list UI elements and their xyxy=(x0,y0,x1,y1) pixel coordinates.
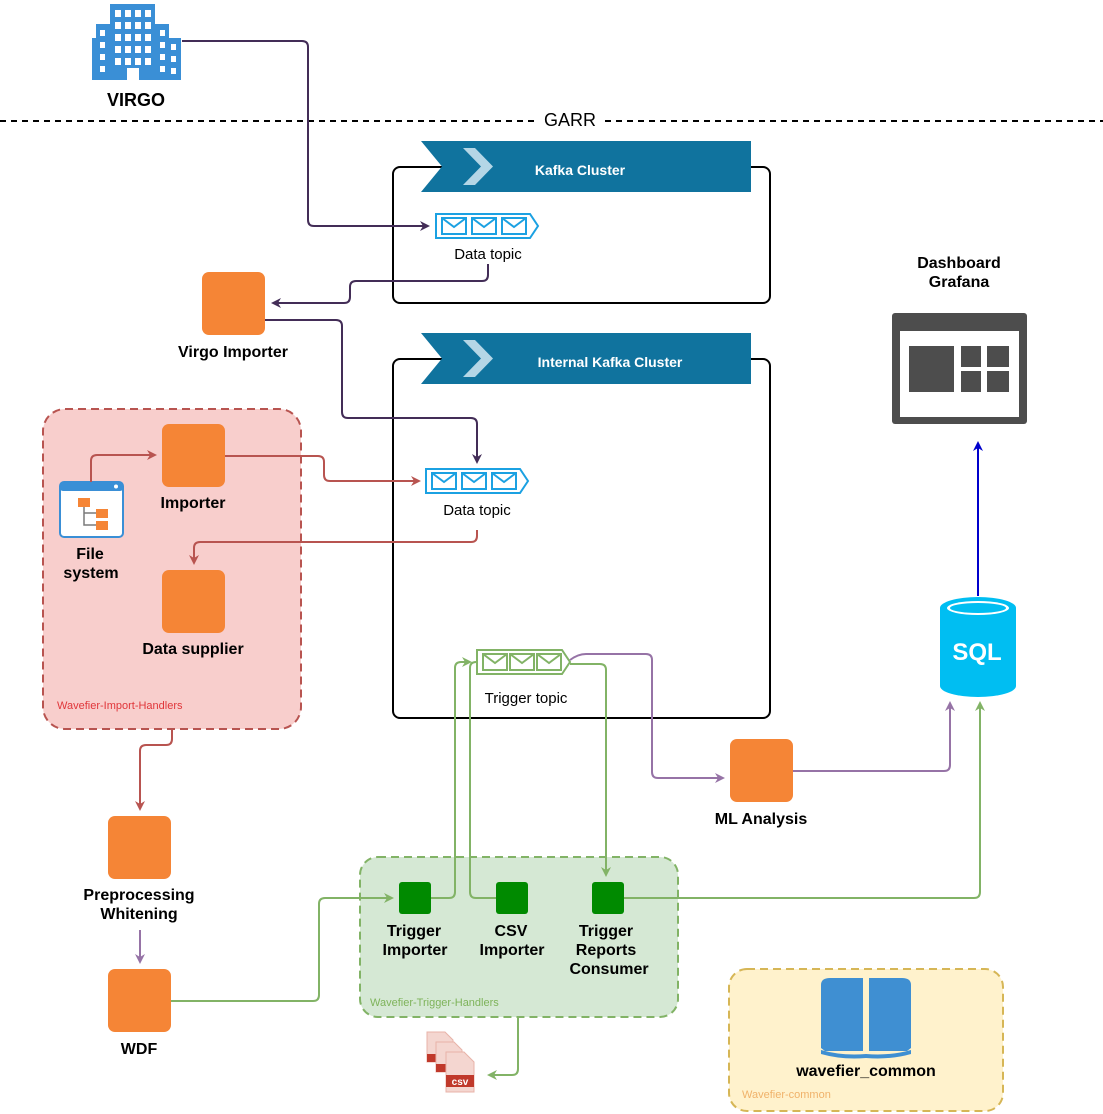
trigger-reports-consumer-node[interactable] xyxy=(592,882,624,914)
garr-label: GARR xyxy=(544,110,596,130)
sql-label: SQL xyxy=(952,639,1001,666)
internal-kafka-cluster-banner xyxy=(421,333,751,384)
edge-ml-analysis-to-sql xyxy=(793,701,955,772)
edge-trigger-handlers-to-csv xyxy=(487,1017,519,1080)
trigger-importer-label-line1: Trigger xyxy=(387,923,441,940)
file-system-label-line1: File xyxy=(76,546,104,563)
dashboard-label-line1: Dashboard xyxy=(917,255,1001,272)
trigger-reports-label-line2: Reports xyxy=(576,942,637,959)
virgo-building-icon xyxy=(92,4,181,80)
data-supplier-node[interactable] xyxy=(162,570,225,633)
preprocessing-node[interactable] xyxy=(108,816,171,879)
csv-importer-label-line2: Importer xyxy=(480,942,545,959)
data-topic-1-queue-icon[interactable] xyxy=(435,213,540,239)
wavefier-common-label: wavefier_common xyxy=(795,1063,936,1080)
trigger-reports-label-line3: Consumer xyxy=(569,961,648,978)
csv-importer-node[interactable] xyxy=(496,882,528,914)
trigger-topic-label: Trigger topic xyxy=(485,690,568,707)
grafana-dashboard-icon[interactable] xyxy=(892,313,1027,424)
kafka-cluster-banner xyxy=(421,141,751,192)
file-system-label-line2: system xyxy=(63,565,118,582)
edge-importer-to-data-topic xyxy=(225,455,421,486)
kafka-cluster-chevron-icon xyxy=(463,148,493,185)
wavefier-common-group-label: Wavefier-common xyxy=(742,1089,831,1101)
internal-kafka-cluster-title: Internal Kafka Cluster xyxy=(538,354,683,370)
edge-reports-consumer-to-sql xyxy=(624,701,985,899)
edge-wdf-to-trigger-importer xyxy=(171,893,394,1002)
edge-data-supplier-to-preprocessing xyxy=(135,729,173,811)
edge-data-topic-to-virgo-importer xyxy=(271,264,489,308)
trigger-handlers-label: Wavefier-Trigger-Handlers xyxy=(370,997,499,1009)
wavefier-common-group xyxy=(728,968,1004,1112)
csv-files-icon: csv xyxy=(426,1031,475,1093)
dashboard-label-line2: Grafana xyxy=(929,274,990,291)
file-system-icon[interactable] xyxy=(59,481,124,538)
edge-virgo-to-data-topic xyxy=(182,40,430,231)
wdf-label: WDF xyxy=(121,1041,158,1058)
edge-virgo-importer-to-internal-data-topic xyxy=(265,319,482,464)
trigger-topic-queue-icon[interactable] xyxy=(476,649,572,675)
trigger-importer-label-line2: Importer xyxy=(383,942,448,959)
preprocessing-label-line1: Preprocessing xyxy=(83,887,194,904)
book-icon xyxy=(821,978,911,1059)
data-supplier-label: Data supplier xyxy=(142,641,243,658)
edge-data-topic-to-data-supplier xyxy=(189,530,478,565)
edge-trigger-topic-to-reports-consumer xyxy=(570,663,611,877)
virgo-importer-label: Virgo Importer xyxy=(178,344,288,361)
internal-kafka-cluster-chevron-icon xyxy=(463,340,493,377)
ml-analysis-label: ML Analysis xyxy=(715,811,808,828)
data-topic-2-label: Data topic xyxy=(443,502,511,519)
import-handlers-label: Wavefier-Import-Handlers xyxy=(57,700,183,712)
kafka-cluster-title: Kafka Cluster xyxy=(535,162,626,178)
edge-trigger-topic-to-ml-analysis xyxy=(569,653,725,783)
ml-analysis-node[interactable] xyxy=(730,739,793,802)
virgo-label: VIRGO xyxy=(107,90,165,110)
preprocessing-label-line2: Whitening xyxy=(100,906,177,923)
importer-node[interactable] xyxy=(162,424,225,487)
sql-database-icon[interactable] xyxy=(940,597,1016,697)
csv-importer-label-line1: CSV xyxy=(495,923,528,940)
virgo-importer-node[interactable] xyxy=(202,272,265,335)
trigger-importer-node[interactable] xyxy=(399,882,431,914)
trigger-reports-label-line1: Trigger xyxy=(579,923,633,940)
importer-label: Importer xyxy=(161,495,226,512)
edge-file-system-to-importer xyxy=(90,450,157,482)
data-topic-2-queue-icon[interactable] xyxy=(425,468,530,494)
edge-trigger-importer-to-trigger-topic xyxy=(431,657,472,899)
edge-csv-importer-to-trigger-topic xyxy=(469,661,496,899)
data-topic-1-label: Data topic xyxy=(454,246,522,263)
csv-files-label: csv xyxy=(452,1077,469,1088)
wdf-node[interactable] xyxy=(108,969,171,1032)
